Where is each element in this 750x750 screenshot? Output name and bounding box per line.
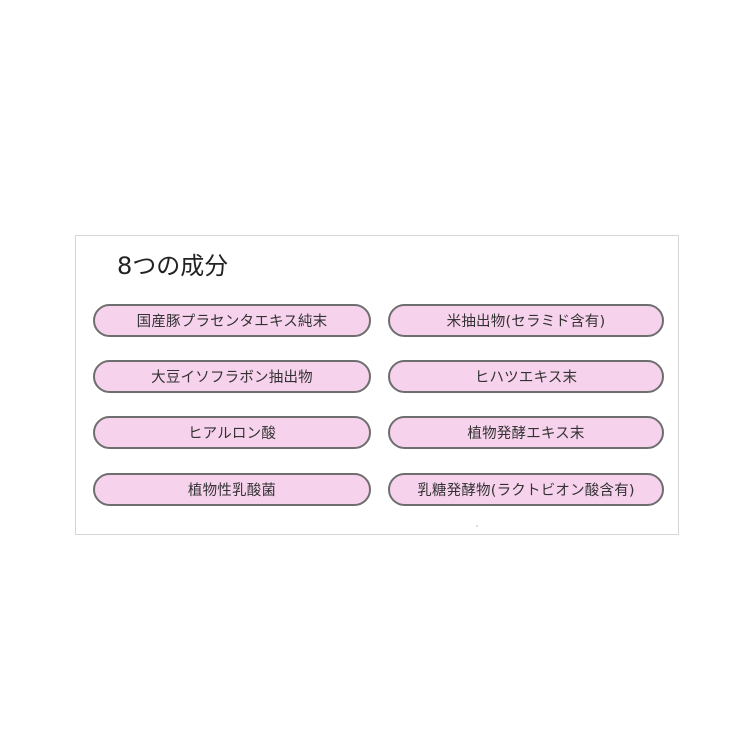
panel-title: 8つの成分 [117,252,229,280]
ingredient-label: 乳糖発酵物(ラクトビオン酸含有) [417,483,635,499]
ingredient-label: ヒハツエキス末 [474,370,578,386]
ingredient-pill: ヒアルロン酸 [93,416,371,449]
ingredient-label: 大豆イソフラボン抽出物 [151,370,313,386]
ingredient-pill: 米抽出物(セラミド含有) [388,304,664,337]
ingredient-label: 米抽出物(セラミド含有) [446,314,606,330]
ingredient-pill: 植物発酵エキス末 [388,416,664,449]
ingredient-label: 植物発酵エキス末 [467,426,585,442]
decorative-dot [476,525,478,527]
ingredient-label: 国産豚プラセンタエキス純末 [136,314,328,330]
ingredient-pill: 植物性乳酸菌 [93,473,371,506]
ingredient-label: ヒアルロン酸 [187,426,277,442]
ingredient-label: 植物性乳酸菌 [187,483,277,499]
ingredient-pill: 大豆イソフラボン抽出物 [93,360,371,393]
ingredients-panel: 8つの成分 国産豚プラセンタエキス純末 米抽出物(セラミド含有) 大豆イソフラボ… [75,235,679,535]
ingredient-pill: ヒハツエキス末 [388,360,664,393]
ingredient-pill: 乳糖発酵物(ラクトビオン酸含有) [388,473,664,506]
ingredient-pill: 国産豚プラセンタエキス純末 [93,304,371,337]
